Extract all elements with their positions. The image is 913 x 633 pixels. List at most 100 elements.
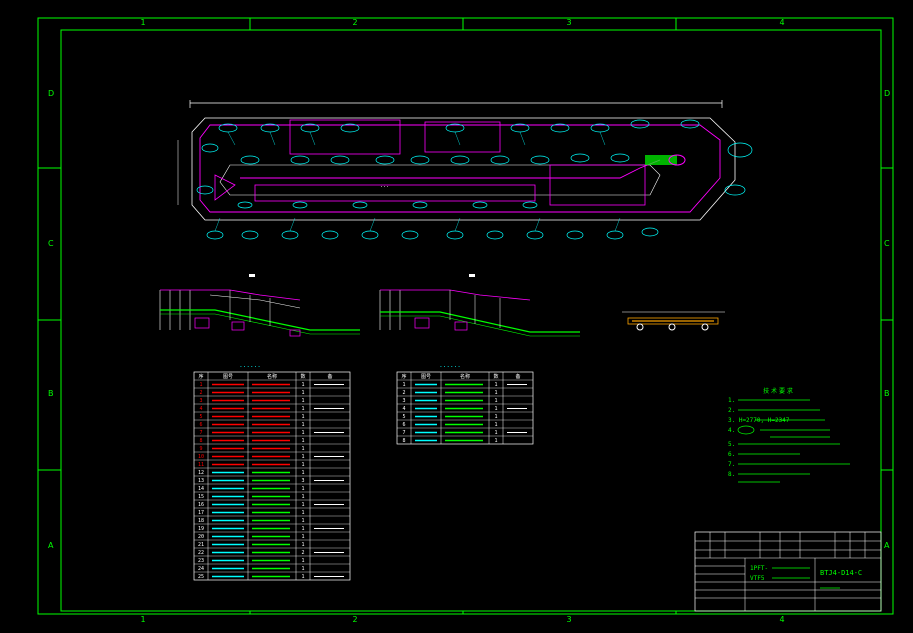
- column-label: 3: [566, 18, 571, 27]
- table-row-qty: 1: [301, 462, 304, 468]
- row-label: C: [884, 239, 890, 248]
- table-row-number: 12: [198, 470, 204, 476]
- table-row-number: 1: [199, 382, 202, 388]
- note-line: 8.: [728, 471, 735, 478]
- table-header: 序: [401, 373, 406, 380]
- column-label: 3: [566, 615, 571, 624]
- table-row-qty: 1: [301, 510, 304, 516]
- table-header: 数: [300, 373, 305, 380]
- table-row-number: 4: [199, 406, 202, 412]
- table-row-qty: 1: [301, 542, 304, 548]
- table-row-number: 1: [402, 382, 405, 388]
- table-row-number: 14: [198, 486, 204, 492]
- table-row-number: 22: [198, 550, 204, 556]
- plan-view: ...: [177, 100, 753, 240]
- table-row-qty: 1: [301, 438, 304, 444]
- drawing-number: BTJ4-D14-C: [820, 569, 862, 577]
- table-left-title: ......: [239, 362, 261, 369]
- table-row-qty: 1: [301, 486, 304, 492]
- table-row-qty: 1: [494, 382, 497, 388]
- table-row-number: 10: [198, 454, 204, 460]
- table-row-number: 3: [199, 398, 202, 404]
- table-row-qty: 1: [494, 422, 497, 428]
- table-row-qty: 1: [301, 414, 304, 420]
- table-header: 图号: [421, 374, 431, 380]
- table-header: 备: [515, 373, 520, 380]
- table-row-qty: 1: [301, 558, 304, 564]
- table-row-qty: 1: [301, 446, 304, 452]
- table-row-number: 19: [198, 526, 204, 532]
- technical-notes: 技 术 要 求 1. 2. 3. H=2770, H=2347 4. 5. 6.…: [728, 387, 850, 483]
- table-row-qty: 1: [494, 406, 497, 412]
- table-row-qty: 1: [301, 518, 304, 524]
- table-row-number: 3: [402, 398, 405, 404]
- table-row-qty: 1: [301, 406, 304, 412]
- note-line: 4.: [728, 427, 735, 434]
- table-row-number: 17: [198, 510, 204, 516]
- main-conveyor-label: ...: [380, 183, 389, 189]
- grid-ticks: [38, 18, 893, 614]
- notes-title: 技 术 要 求: [763, 387, 793, 395]
- note-line: 6.: [728, 451, 735, 458]
- table-row-qty: 1: [301, 398, 304, 404]
- table-row-qty: 2: [301, 550, 304, 556]
- table-row-qty: 1: [301, 566, 304, 572]
- table-row-qty: 1: [301, 534, 304, 540]
- note-line: 1.: [728, 397, 735, 404]
- table-row-number: 8: [199, 438, 202, 444]
- table-row-number: 21: [198, 542, 204, 548]
- table-row-qty: 1: [301, 390, 304, 396]
- table-row-number: 13: [198, 478, 204, 484]
- column-label: 1: [140, 615, 145, 624]
- table-row-number: 16: [198, 502, 204, 508]
- table-row-qty: 1: [301, 422, 304, 428]
- table-row-qty: 1: [301, 470, 304, 476]
- table-row-number: 23: [198, 558, 204, 564]
- table-header: 名称: [267, 373, 277, 380]
- table-row-number: 5: [199, 414, 202, 420]
- note-line: 7.: [728, 461, 735, 468]
- section-view: [622, 311, 725, 331]
- note-line: 3. H=2770, H=2347: [728, 417, 790, 424]
- table-row-qty: 1: [494, 430, 497, 436]
- table-row-number: 5: [402, 414, 405, 420]
- column-label: 4: [779, 615, 784, 624]
- table-row-qty: 1: [494, 398, 497, 404]
- table-row-number: 7: [199, 430, 202, 436]
- title-name-line1: 1PFT-: [750, 565, 768, 572]
- row-label: B: [884, 389, 890, 398]
- table-row-number: 4: [402, 406, 405, 412]
- note-line: 5.: [728, 441, 735, 448]
- table-row-qty: 1: [301, 382, 304, 388]
- grid-labels: 1 2 3 4 1 2 3 4 D C B A D C B A: [48, 18, 890, 624]
- table-row-number: 25: [198, 574, 204, 580]
- row-label: D: [48, 89, 54, 98]
- row-label: D: [884, 89, 890, 98]
- table-row-qty: 1: [494, 414, 497, 420]
- column-label: 1: [140, 18, 145, 27]
- table-header: 数: [493, 373, 498, 380]
- table-row-number: 2: [402, 390, 405, 396]
- table-row-number: 15: [198, 494, 204, 500]
- side-elevation-left: [159, 274, 360, 337]
- table-row-number: 2: [199, 390, 202, 396]
- row-label: A: [48, 541, 54, 550]
- table-row-qty: 1: [494, 438, 497, 444]
- table-row-qty: 3: [301, 478, 304, 484]
- table-row-number: 18: [198, 518, 204, 524]
- table-row-number: 24: [198, 566, 204, 572]
- column-label: 2: [352, 18, 357, 27]
- table-header: 备: [327, 373, 332, 380]
- table-row-qty: 1: [301, 430, 304, 436]
- column-label: 2: [352, 615, 357, 624]
- table-row-number: 7: [402, 430, 405, 436]
- note-symbol: [737, 425, 755, 435]
- title-name-line2: VTF5: [750, 575, 765, 582]
- title-block: 1PFT- VTF5 BTJ4-D14-C: [694, 531, 882, 612]
- row-label: B: [48, 389, 54, 398]
- table-row-qty: 1: [494, 390, 497, 396]
- table-header: 图号: [223, 374, 233, 380]
- table-header: 序: [198, 373, 203, 380]
- table-row-number: 20: [198, 534, 204, 540]
